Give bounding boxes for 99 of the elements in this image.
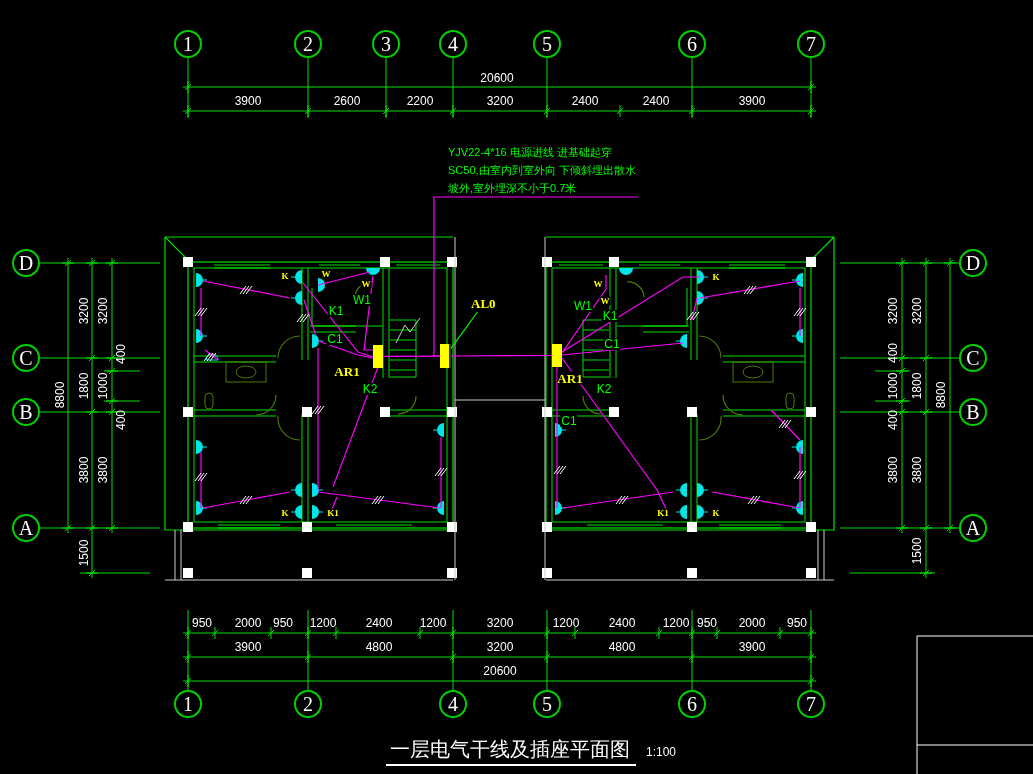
- circuit-label: C1: [603, 338, 621, 350]
- dimension-text: 1200: [552, 617, 580, 629]
- dimension-text: 2400: [571, 95, 599, 107]
- dimension-text: 950: [787, 617, 807, 629]
- circuit-label: K1: [326, 508, 340, 518]
- distribution-panel: [373, 345, 383, 368]
- cable-line: [382, 355, 441, 358]
- circuit-label: W: [320, 269, 332, 279]
- leader-line: [433, 196, 639, 357]
- dimension-text: 400: [115, 344, 127, 364]
- circuit-label: K: [280, 271, 290, 281]
- dimension-text: 3200: [486, 641, 514, 653]
- circuit-label: K2: [595, 383, 613, 395]
- dimension-text: 2400: [642, 95, 670, 107]
- circuit-label: W: [592, 279, 604, 289]
- dimension-text: 3900: [234, 95, 262, 107]
- circuit-label: K: [711, 508, 721, 518]
- circuit-label: W1: [573, 300, 593, 312]
- dimension-text: 1800: [911, 372, 923, 400]
- dimension-text: 2400: [608, 617, 636, 629]
- axis-bubble: C: [12, 344, 40, 372]
- axis-bubble: 3: [372, 30, 400, 58]
- dimension-text: 3200: [911, 297, 923, 325]
- dimension-text: 1000: [97, 372, 109, 400]
- circuit-label: K: [280, 508, 290, 518]
- axis-bubble: 1: [174, 30, 202, 58]
- dimension-text: 400: [115, 410, 127, 430]
- dimension-text: 950: [192, 617, 212, 629]
- dimension-text: 4800: [365, 641, 393, 653]
- axis-bubble: 5: [533, 690, 561, 718]
- circuit-label: W1: [352, 294, 372, 306]
- axis-bubble: 4: [439, 690, 467, 718]
- dimension-text: 8800: [935, 381, 947, 409]
- dimension-text: 3900: [234, 641, 262, 653]
- dimension-text: 3900: [738, 641, 766, 653]
- dimension-text: 1200: [662, 617, 690, 629]
- axis-bubble: 7: [797, 690, 825, 718]
- axis-bubble: 4: [439, 30, 467, 58]
- axis-bubble: 2: [294, 690, 322, 718]
- circuit-label: C1: [560, 415, 578, 427]
- dimension-text: 3200: [486, 617, 514, 629]
- dimension-text: 400: [887, 343, 899, 363]
- axis-bubble: C: [959, 344, 987, 372]
- dimension-text: 20600: [483, 665, 517, 677]
- dimension-text: 3200: [78, 297, 90, 325]
- dimension-text: 400: [887, 410, 899, 430]
- circuit-label: K2: [361, 383, 379, 395]
- distribution-panel: [552, 344, 562, 367]
- axis-bubble: 7: [797, 30, 825, 58]
- dimension-text: 1200: [309, 617, 337, 629]
- axis-bubble: A: [12, 514, 40, 542]
- dimension-text: 3200: [97, 297, 109, 325]
- dimension-text: 8800: [54, 381, 66, 409]
- dimension-text: 3800: [911, 456, 923, 484]
- dimension-text: 3800: [97, 456, 109, 484]
- circuit-label: W: [599, 296, 611, 306]
- dimension-text: 1800: [78, 372, 90, 400]
- dimension-text: 950: [273, 617, 293, 629]
- circuit-label: K1: [656, 508, 670, 518]
- dimension-text: 950: [697, 617, 717, 629]
- dimension-text: 3200: [887, 297, 899, 325]
- leader-line: [450, 311, 479, 350]
- axis-bubble: 5: [533, 30, 561, 58]
- dimension-text: 2400: [365, 617, 393, 629]
- dimension-text: 1000: [887, 372, 899, 400]
- scale-label: 1:100: [646, 746, 676, 758]
- panel-label: AR1: [557, 371, 583, 385]
- dimension-text: 4800: [608, 641, 636, 653]
- cable-note: YJV22-4*16 电源进线 进基础起穿SC50,由室内到室外向 下倾斜埋出散水坡外,室外埋深不小于0.7米: [448, 143, 638, 197]
- axis-bubble: B: [959, 398, 987, 426]
- dimension-text: 1200: [419, 617, 447, 629]
- dimension-text: 20600: [480, 72, 514, 84]
- axis-bubble: D: [959, 249, 987, 277]
- cable-line: [450, 354, 553, 357]
- circuit-label: W: [360, 279, 372, 289]
- axis-bubble: A: [959, 514, 987, 542]
- panel-label: AL0: [471, 296, 496, 312]
- axis-bubble: 6: [678, 690, 706, 718]
- dimension-text: 2600: [333, 95, 361, 107]
- circuit-label: C1: [326, 333, 344, 345]
- dimension-text: 3800: [78, 456, 90, 484]
- dimension-text: 3800: [887, 456, 899, 484]
- circuit-label: K: [711, 272, 721, 282]
- dimension-text: 3200: [486, 95, 514, 107]
- dimension-text: 3900: [738, 95, 766, 107]
- axis-bubble: 1: [174, 690, 202, 718]
- dimension-text: 1500: [78, 539, 90, 567]
- axis-bubble: B: [12, 398, 40, 426]
- dimension-text: 2200: [406, 95, 434, 107]
- distribution-panel: [440, 344, 451, 368]
- drawing-title: 一层电气干线及插座平面图: [390, 739, 630, 759]
- circuit-label: K1: [601, 310, 619, 322]
- axis-bubble: 2: [294, 30, 322, 58]
- circuit-label: K1: [327, 305, 345, 317]
- dimension-text: 2000: [234, 617, 262, 629]
- axis-bubble: D: [12, 249, 40, 277]
- axis-bubble: 6: [678, 30, 706, 58]
- dimension-text: 2000: [738, 617, 766, 629]
- dimension-text: 1500: [911, 537, 923, 565]
